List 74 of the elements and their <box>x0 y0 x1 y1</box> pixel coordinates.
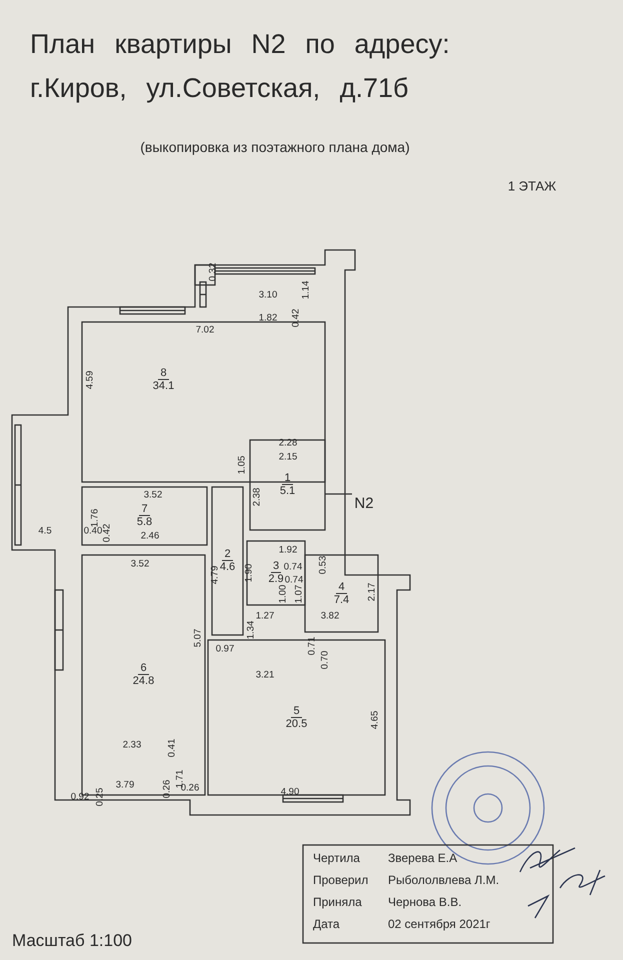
room-number: 3 <box>270 560 282 573</box>
dimension-label: 4.90 <box>280 787 300 797</box>
dimension-label: 1.14 <box>301 280 311 300</box>
dimension-label: 0.25 <box>95 788 105 806</box>
room-area-value: 2.9 <box>268 573 284 585</box>
room-area-value: 5.1 <box>280 485 296 498</box>
dimension-label: 2.33 <box>122 740 142 750</box>
dimension-label: 1.92 <box>278 545 298 555</box>
dimension-label: 3.82 <box>320 611 340 621</box>
dimension-label: 0.74 <box>284 562 302 572</box>
dimension-label: 1.90 <box>244 564 254 582</box>
room-number: 1 <box>282 472 293 485</box>
room-area-value: 4.6 <box>220 561 236 574</box>
room-area-value: 7.4 <box>334 594 350 606</box>
dimension-label: 3.21 <box>256 670 274 680</box>
dimension-label: 0.42 <box>102 524 112 542</box>
dimension-label: 4.59 <box>85 370 95 390</box>
dimension-label: 3.52 <box>144 490 162 500</box>
floor-label: 1 ЭТАЖ <box>508 180 556 192</box>
subtitle: (выкопировка из поэтажного плана дома) <box>140 140 410 154</box>
dimension-label: 0.74 <box>284 575 304 585</box>
dimension-label: 2.17 <box>367 582 377 602</box>
dimension-label: 1.07 <box>294 584 304 604</box>
room-area-value: 20.5 <box>286 718 308 730</box>
dimension-label: 1.00 <box>278 584 288 604</box>
dimension-label: 1.27 <box>256 611 274 621</box>
plan-title: План квартиры N2 по адресу: г.Киров, ул.Советская, д.71б <box>30 28 451 105</box>
dimension-label: 5.07 <box>193 628 203 648</box>
field-name: Проверил <box>313 874 368 886</box>
dimension-label: 1.05 <box>237 456 247 474</box>
room-number: 8 <box>158 367 169 380</box>
dimension-label: 3.79 <box>116 780 134 790</box>
field-value: 02 сентября 2021г <box>388 918 490 930</box>
dimension-label: 0.70 <box>320 650 330 670</box>
dimension-label: 0.92 <box>70 792 90 802</box>
dimension-label: 7.02 <box>196 325 214 335</box>
leader-line <box>325 493 352 495</box>
dimension-label: 0.53 <box>318 556 328 574</box>
dimension-label: 0.32 <box>208 262 218 282</box>
dimension-label: 2.46 <box>140 531 160 541</box>
field-name: Дата <box>313 918 340 930</box>
dimension-label: 2.28 <box>278 438 298 448</box>
room-number: 5 <box>291 704 302 718</box>
dimension-label: 0.41 <box>167 738 177 758</box>
room-number: 4 <box>336 580 347 594</box>
dimension-label: 2.38 <box>252 488 262 506</box>
room-number: 6 <box>138 662 149 675</box>
dimension-label: 0.26 <box>180 783 200 793</box>
field-name: Приняла <box>313 896 362 908</box>
dimension-label: 3.52 <box>130 559 150 569</box>
apartment-number-label: N2 <box>352 494 376 512</box>
room-number: 7 <box>139 503 150 516</box>
dimension-label: 0.71 <box>307 636 317 656</box>
dimension-label: 1.82 <box>258 313 278 323</box>
field-value: Рыбололвлева Л.М. <box>388 874 500 886</box>
dimension-label: 4.5 <box>38 526 52 536</box>
field-value: Зверева Е.А <box>388 852 458 864</box>
room-number: 2 <box>222 548 233 561</box>
dimension-label: 4.65 <box>370 710 380 730</box>
room-area-value: 5.8 <box>136 516 152 529</box>
scale-label: Масштаб 1:100 <box>12 932 132 949</box>
dimension-label: 2.15 <box>278 452 298 462</box>
dimension-label: 0.26 <box>162 780 172 798</box>
field-value: Чернова В.В. <box>388 896 462 908</box>
room-area-value: 34.1 <box>152 380 174 393</box>
dimension-label: 0.97 <box>216 644 234 654</box>
dimension-label: 4.79 <box>210 566 220 584</box>
dimension-label: 0.40 <box>84 526 102 536</box>
field-name: Чертила <box>313 852 360 864</box>
room-area-value: 24.8 <box>132 675 154 688</box>
dimension-label: 3.10 <box>258 290 278 300</box>
dimension-label: 0.42 <box>291 308 301 328</box>
dimension-label: 1.34 <box>246 620 256 640</box>
dimension-label: 1.76 <box>90 508 100 528</box>
